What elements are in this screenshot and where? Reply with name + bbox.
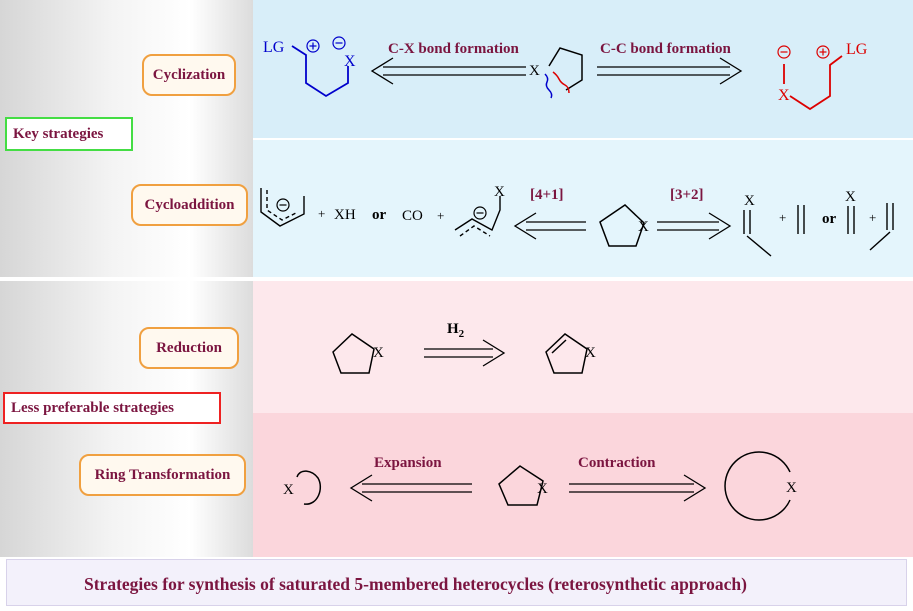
frag-x-text-1: X — [744, 193, 755, 209]
red-lg-text: LG — [846, 41, 868, 58]
red-minus-icon — [777, 45, 791, 59]
blue-minus-icon — [332, 36, 346, 50]
small-ring — [296, 470, 322, 505]
blue-x-text: X — [344, 53, 356, 70]
red-open-chain — [783, 55, 843, 111]
plus-4: + — [869, 210, 876, 225]
large-ring — [724, 451, 791, 521]
contraction-label: Contraction — [578, 455, 656, 471]
reduction-label: Reduction — [139, 327, 239, 369]
ring-x-text: X — [529, 63, 540, 79]
diene-x-text: X — [494, 184, 505, 200]
blue-plus-icon — [306, 39, 320, 53]
cyclization-ring — [548, 47, 583, 91]
h2-text: H2 — [447, 321, 465, 340]
cycloaddition-label: Cycloaddition — [131, 184, 248, 226]
red-ring-x-2: X — [585, 345, 596, 361]
frag-x-text-2: X — [845, 189, 856, 205]
dihydro-ring — [545, 333, 588, 374]
or-text-2: or — [822, 211, 837, 227]
reduction-arrow — [424, 339, 506, 367]
pentagon-x-text: X — [537, 481, 548, 497]
ring-transformation-band — [253, 413, 913, 557]
label-3plus2: [3+2] — [670, 187, 704, 203]
small-ring-x-text: X — [283, 482, 294, 498]
large-ring-x-text: X — [786, 480, 797, 496]
red-x-text: X — [778, 87, 790, 104]
ethylene-1 — [797, 205, 805, 234]
anion-minus-icon-1 — [276, 198, 290, 212]
blue-wavy-bond — [544, 73, 553, 99]
xh-text: XH — [334, 207, 356, 223]
blue-lg-text: LG — [263, 39, 285, 56]
ring-transform-pentagon — [498, 465, 544, 506]
reduction-ring-1 — [332, 333, 375, 374]
figure-caption: Strategies for synthesis of saturated 5-… — [84, 574, 747, 594]
cc-bond-label: C-C bond formation — [600, 41, 731, 57]
red-wavy-bond — [552, 71, 570, 94]
cyclo-ring-x-text: X — [638, 219, 649, 235]
butadiene-anion-1 — [260, 188, 305, 227]
cc-arrow — [597, 57, 743, 85]
contraction-arrow — [569, 474, 707, 502]
red-plus-icon — [816, 45, 830, 59]
imine-fragment — [743, 210, 772, 257]
expansion-arrow — [349, 474, 472, 502]
caption-box — [6, 559, 907, 606]
expansion-label: Expansion — [374, 455, 442, 471]
plus-1: + — [318, 206, 325, 221]
cyclization-label: Cyclization — [142, 54, 236, 96]
alkene-2 — [869, 203, 894, 251]
cyclization-band — [253, 0, 913, 138]
co-text: CO — [402, 208, 423, 224]
plus-2: + — [437, 208, 444, 223]
plus-3: + — [779, 210, 786, 225]
hetero-dipolarophile — [847, 206, 855, 234]
key-strategies-label: Key strategies — [5, 117, 133, 151]
arrow-4plus1 — [513, 212, 586, 240]
cx-arrow — [370, 57, 526, 85]
cx-bond-label: C-X bond formation — [388, 41, 519, 57]
arrow-3plus2 — [657, 212, 732, 240]
heterodiene-anion — [454, 196, 501, 237]
label-4plus1: [4+1] — [530, 187, 564, 203]
cycloaddition-ring — [599, 204, 645, 247]
blue-open-chain — [291, 45, 349, 98]
or-text-1: or — [372, 207, 387, 223]
ring-transformation-label: Ring Transformation — [79, 454, 246, 496]
anion-minus-icon-2 — [473, 206, 487, 220]
less-preferable-label: Less preferable strategies — [3, 392, 221, 424]
red-ring-x-1: X — [373, 345, 384, 361]
cycloaddition-band — [253, 140, 913, 277]
